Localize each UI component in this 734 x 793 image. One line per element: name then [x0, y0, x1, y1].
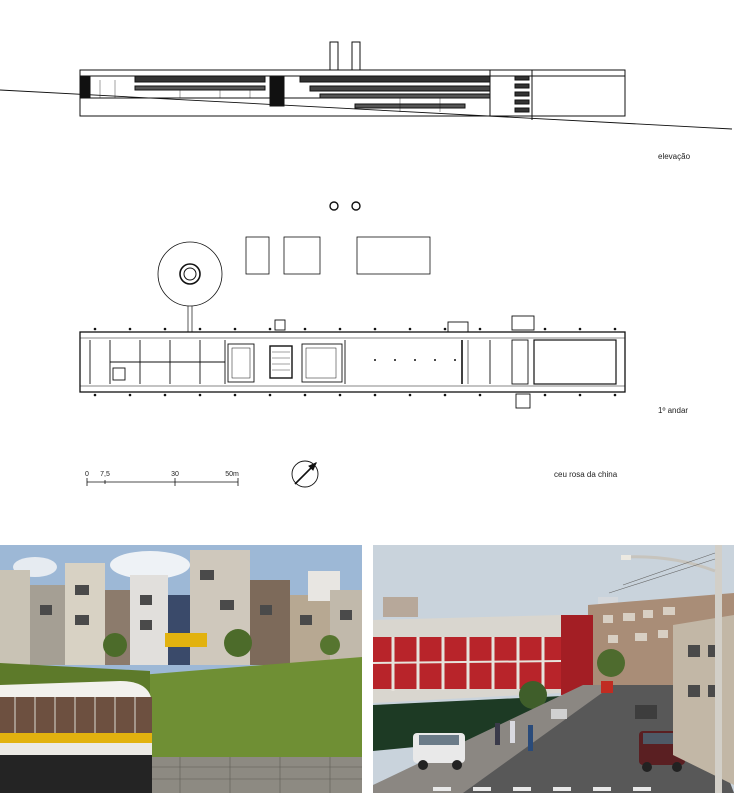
elevation-label: elevação: [658, 152, 690, 161]
floor-plan-drawing: [80, 202, 625, 408]
scale-bar: [87, 478, 238, 486]
photo-neighborhood: [0, 545, 362, 793]
chimney-right: [352, 42, 360, 70]
photo-street-svg: [373, 545, 734, 793]
scale-tick-2: 30: [171, 471, 179, 478]
scale-tick-3: 50m: [225, 471, 239, 478]
round-pavilion: [158, 242, 222, 306]
block-2: [284, 237, 320, 274]
photo-street: [373, 545, 734, 793]
block-3: [357, 237, 430, 274]
photo-neighborhood-svg: [0, 545, 362, 793]
floor-label: 1º andar: [658, 406, 688, 415]
architectural-drawings: 0 7,5 30 50m elevação 1º andar ceu rosa …: [0, 0, 734, 530]
scale-tick-1: 7,5: [100, 471, 110, 478]
elevation-drawing: [0, 42, 732, 129]
north-arrow-icon: [292, 461, 318, 487]
scale-tick-0: 0: [85, 471, 89, 478]
project-label: ceu rosa da china: [554, 470, 617, 479]
chimney-left: [330, 42, 338, 70]
block-1: [246, 237, 269, 274]
drawings-svg: 0 7,5 30 50m: [0, 0, 734, 530]
